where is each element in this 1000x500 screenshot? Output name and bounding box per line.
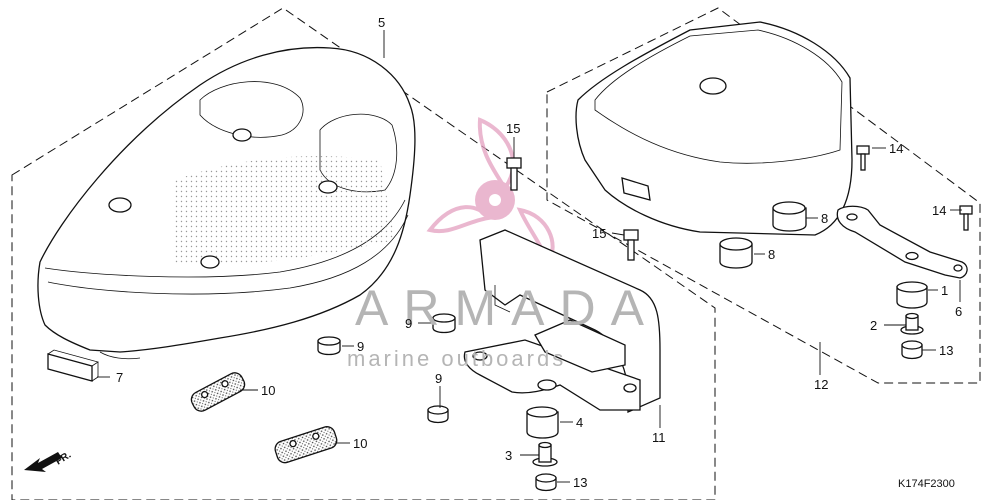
callout-1: 1 — [941, 283, 948, 298]
callout-9-upper: 9 — [405, 316, 412, 331]
callout-13-lower: 13 — [573, 475, 587, 490]
callout-13-right: 13 — [939, 343, 953, 358]
grommet-left-part — [317, 336, 341, 356]
screw-upper-part — [856, 145, 870, 171]
callout-10-lower: 10 — [353, 436, 367, 451]
bolt-middle-part — [623, 229, 639, 261]
nut-right-part — [901, 340, 923, 360]
nut-lower-part — [535, 473, 557, 492]
callout-10-upper: 10 — [261, 383, 275, 398]
bracket-part — [463, 229, 661, 413]
seat-part — [37, 46, 416, 360]
callout-15-middle: 15 — [592, 226, 606, 241]
rubber-lower-part — [719, 237, 753, 269]
front-marker-label: FR. — [54, 450, 74, 468]
callout-15-upper: 15 — [506, 121, 520, 136]
grommet-lower-part — [427, 405, 449, 424]
collar-part — [532, 441, 558, 467]
collar-right-part — [900, 312, 924, 335]
callout-9-lower: 9 — [435, 371, 442, 386]
rear-box-part — [575, 21, 853, 236]
seat-group-outline — [11, 7, 716, 500]
callout-8-lower: 8 — [768, 247, 775, 262]
callout-12: 12 — [814, 377, 828, 392]
callout-4: 4 — [576, 415, 583, 430]
rubber-strip-part — [47, 349, 99, 382]
grommet-right-part — [896, 281, 928, 309]
callout-14-upper: 14 — [889, 141, 903, 156]
cushion-lower-part — [274, 426, 338, 464]
diagram-code: K174F2300 — [898, 478, 955, 490]
watermark-logo-icon — [426, 117, 555, 267]
watermark-tagline: marine outboards — [347, 346, 566, 371]
grommet-upper-part — [432, 313, 456, 334]
leader-lines — [97, 30, 962, 483]
callout-9-left: 9 — [357, 339, 364, 354]
callout-14-right: 14 — [932, 203, 946, 218]
callout-6: 6 — [955, 304, 962, 319]
rubber-upper-part — [772, 201, 807, 232]
callout-3: 3 — [505, 448, 512, 463]
cushion-upper-part — [190, 372, 246, 412]
watermark-brand: ARMADA — [355, 280, 659, 336]
callout-8-upper: 8 — [821, 211, 828, 226]
callout-11: 11 — [652, 430, 666, 445]
callout-2: 2 — [870, 318, 877, 333]
stay-plate-part — [836, 205, 968, 279]
callout-5: 5 — [378, 15, 385, 30]
front-arrow-icon — [24, 452, 62, 472]
rear-box-group-outline — [546, 7, 981, 384]
callout-7: 7 — [116, 370, 123, 385]
bumper-part — [526, 406, 559, 439]
